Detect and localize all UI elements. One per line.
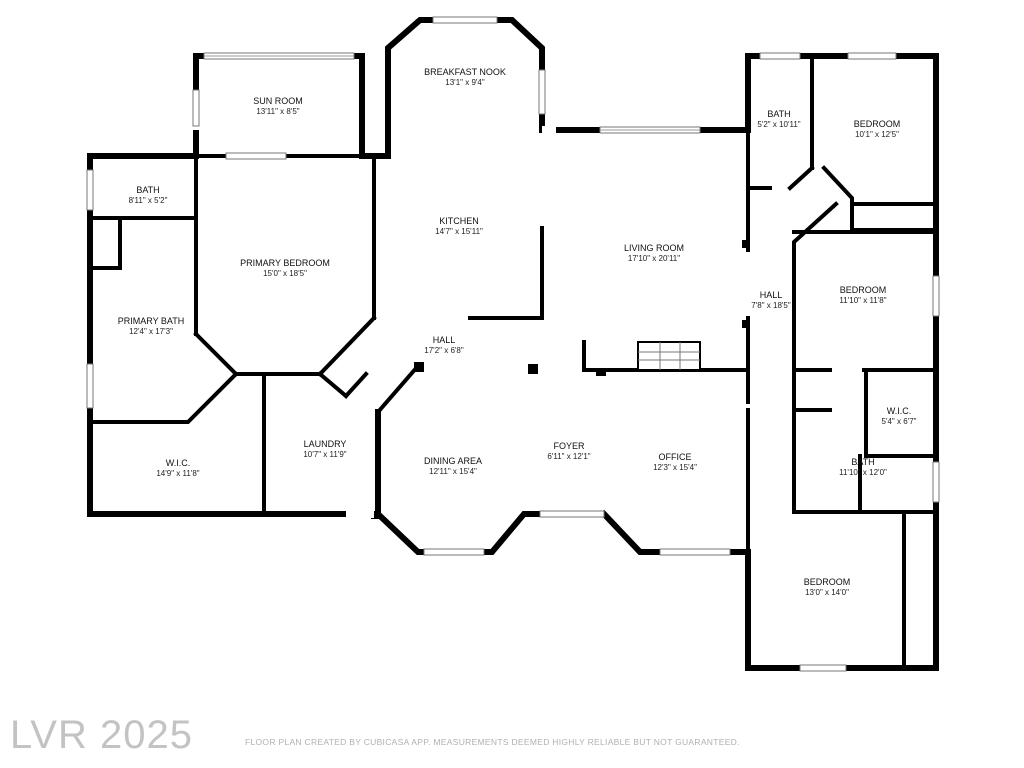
room-name-living-room: LIVING ROOM: [624, 243, 684, 253]
room-name-wic-left: W.I.C.: [166, 458, 191, 468]
room-dims-bath-upper-right: 5'2" x 10'11": [757, 120, 800, 129]
room-dims-bath-lower-right: 11'10" x 12'0": [839, 468, 887, 477]
room-dims-primary-bedroom: 15'0" x 18'5": [263, 269, 307, 278]
room-name-wic-right: W.I.C.: [887, 406, 912, 416]
room-name-kitchen: KITCHEN: [439, 216, 479, 226]
room-dims-bedroom-lower-right: 13'0" x 14'0": [805, 588, 849, 597]
room-dims-bedroom-upper-right: 10'1" x 12'5": [855, 130, 899, 139]
room-name-breakfast-nook: BREAKFAST NOOK: [424, 67, 506, 77]
room-name-foyer: FOYER: [553, 441, 585, 451]
room-dims-foyer: 6'11" x 12'1": [547, 452, 590, 461]
room-dims-living-room: 17'10" x 20'11": [628, 254, 680, 263]
interior-walls: [88, 54, 938, 666]
disclaimer: FLOOR PLAN CREATED BY CUBICASA APP. MEAS…: [245, 737, 740, 747]
room-dims-breakfast-nook: 13'1" x 9'4": [445, 78, 485, 87]
room-name-sun-room: SUN ROOM: [253, 96, 303, 106]
room-dims-kitchen: 14'7" x 15'11": [435, 227, 483, 236]
room-name-laundry: LAUNDRY: [304, 439, 347, 449]
room-name-bedroom-lower-right: BEDROOM: [804, 577, 851, 587]
room-dims-wic-left: 14'9" x 11'8": [156, 469, 199, 478]
room-name-bath-left: BATH: [136, 185, 159, 195]
room-name-bedroom-upper-right: BEDROOM: [854, 119, 901, 129]
exterior-walls: [87, 17, 939, 671]
room-name-bedroom-middle-right: BEDROOM: [840, 285, 887, 295]
room-dims-wic-right: 5'4" x 6'7": [882, 417, 917, 426]
room-dims-sun-room: 13'11" x 8'5": [256, 107, 299, 116]
room-dims-hall-right: 7'8" x 18'5": [751, 301, 791, 310]
watermark: LVR 2025: [10, 713, 193, 757]
room-name-primary-bath: PRIMARY BATH: [118, 316, 185, 326]
room-labels: SUN ROOM 13'11" x 8'5" BREAKFAST NOOK 13…: [118, 67, 917, 597]
room-dims-laundry: 10'7" x 11'9": [303, 450, 346, 459]
room-name-hall-center: HALL: [433, 335, 456, 345]
room-name-dining-area: DINING AREA: [424, 456, 482, 466]
door-openings: [192, 126, 752, 518]
room-name-bath-lower-right: BATH: [851, 457, 874, 467]
room-dims-primary-bath: 12'4" x 17'3": [129, 327, 173, 336]
windows: [86, 16, 940, 672]
room-name-bath-upper-right: BATH: [767, 109, 790, 119]
room-dims-bath-left: 8'11" x 5'2": [129, 196, 168, 205]
room-name-hall-right: HALL: [760, 290, 783, 300]
room-dims-bedroom-middle-right: 11'10" x 11'8": [839, 296, 886, 305]
room-name-primary-bedroom: PRIMARY BEDROOM: [240, 258, 330, 268]
room-name-office: OFFICE: [659, 452, 692, 462]
room-dims-office: 12'3" x 15'4": [653, 463, 697, 472]
room-dims-dining-area: 12'11" x 15'4": [429, 467, 477, 476]
room-dims-hall-center: 17'2" x 6'8": [424, 346, 464, 355]
